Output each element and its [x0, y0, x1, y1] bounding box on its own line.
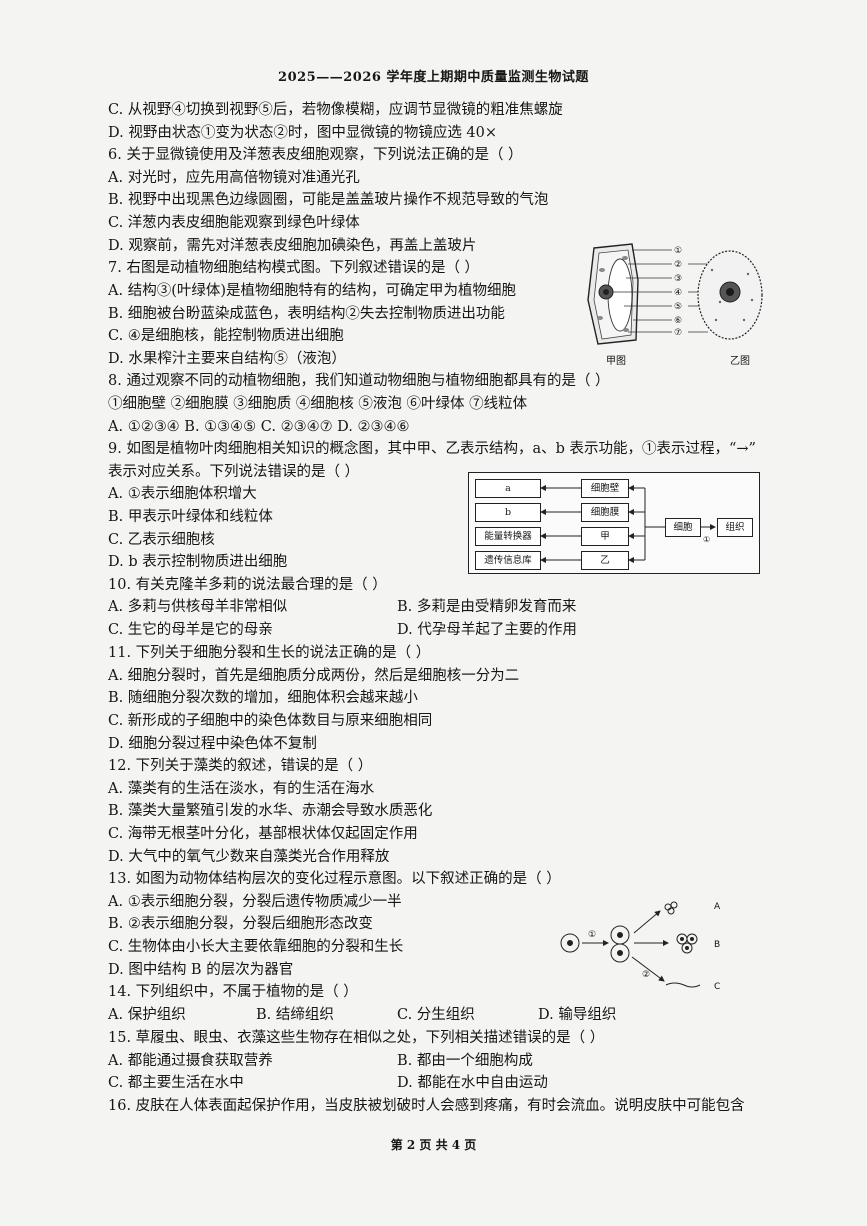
option-right-1: D. 代孕母羊起了主要的作用: [397, 622, 577, 638]
line-q5d: D. 视野由状态①变为状态②时，图中显微镜的物镜应选 40×: [108, 125, 498, 141]
concept-box-membrane: 细胞膜: [581, 503, 629, 522]
line-q9b1: B. 甲表示叶绿体和线粒体: [108, 509, 273, 525]
division-diagram-svg: ① ② A B C: [560, 901, 721, 992]
line-q12: 12. 下列关于藻类的叙述，错误的是（ ）: [108, 758, 373, 774]
line-q11c: C. 新形成的子细胞中的染色体数目与原来细胞相同: [108, 713, 433, 729]
line-q8: 8. 通过观察不同的动植物细胞，我们知道动物细胞与植物细胞都具有的是（ ）: [108, 373, 610, 389]
fig7-label-3: ③: [674, 274, 682, 284]
division-label-a: A: [714, 902, 721, 912]
page-title: 2025——2026 学年度上期期中质量监测生物试题: [278, 70, 589, 85]
line-q10: 10. 有关克隆羊多莉的说法最合理的是（ ）: [108, 577, 387, 593]
line-q7a: A. 结构③(叶绿体)是植物细胞特有的结构，可确定甲为植物细胞: [108, 283, 517, 299]
division-figure: ① ② A B C: [556, 893, 736, 1003]
plant-cell-drawing: [587, 243, 639, 345]
line-q13c: C. 生物体由小长大主要依靠细胞的分裂和生长: [108, 939, 404, 955]
option-right-2: B. 都由一个细胞构成: [397, 1053, 533, 1069]
line-q7c: C. ④是细胞核，能控制物质进出细胞: [108, 328, 344, 344]
division-step-2: ②: [642, 970, 650, 980]
page-footer: 第 2 页 共 4 页: [390, 1138, 477, 1152]
cell-structure-figure: ① ② ③ ④ ⑤ ⑥ ⑦ 甲图 乙图: [580, 240, 780, 370]
line-q12c: C. 海带无根茎叶分化，基部根状体仅起固定作用: [108, 826, 418, 842]
concept-box-b: b: [475, 503, 541, 522]
line-q13d: D. 图中结构 B 的层次为器官: [108, 962, 294, 978]
line-q5c: C. 从视野④切换到视野⑤后，若物像模糊，应调节显微镜的粗准焦螺旋: [108, 102, 563, 118]
cell-diagram-svg: ① ② ③ ④ ⑤ ⑥ ⑦: [587, 243, 763, 345]
fig7-label-6: ⑥: [674, 316, 682, 326]
line-q16: 16. 皮肤在人体表面起保护作用，当皮肤被划破时人会感到疼痛，有时会流血。说明皮…: [108, 1098, 745, 1114]
fig7-caption-left: 甲图: [606, 356, 626, 367]
line-q9a1: A. ①表示细胞体积增大: [108, 486, 257, 502]
fig7-caption-right: 乙图: [730, 356, 750, 367]
concept-map-figure: a b 能量转换器 遗传信息库 细胞壁 细胞膜 甲 乙 细胞 组织 ①: [468, 472, 760, 574]
line-q6: 6. 关于显微镜使用及洋葱表皮细胞观察，下列说法正确的是（ ）: [108, 147, 523, 163]
option-right-3: D. 都能在水中自由运动: [397, 1075, 548, 1091]
q14-option-d: D. 输导组织: [538, 1007, 617, 1023]
line-q12a: A. 藻类有的生活在淡水，有的生活在海水: [108, 781, 375, 797]
fig7-label-1: ①: [674, 246, 682, 256]
line-q11: 11. 下列关于细胞分裂和生长的说法正确的是（ ）: [108, 645, 431, 661]
line-q9: 9. 如图是植物叶肉细胞相关知识的概念图，其中甲、乙表示结构，a、b 表示功能，…: [108, 441, 756, 457]
q14-option-c: C. 分生组织: [397, 1007, 475, 1023]
q14-option-b: B. 结缔组织: [256, 1007, 334, 1023]
division-label-c: C: [714, 982, 720, 992]
line-q9d1: D. b 表示控制物质进出细胞: [108, 554, 288, 570]
q14-option-a: A. 保护组织: [108, 1007, 186, 1023]
leader-lines: [612, 249, 720, 333]
option-right-0: B. 多莉是由受精卵发育而来: [397, 599, 577, 615]
fig7-label-5: ⑤: [674, 302, 682, 312]
concept-arrows-svg: [540, 485, 716, 563]
line-q11b: B. 随细胞分裂次数的增加，细胞体积会越来越小: [108, 690, 418, 706]
line-q14: 14. 下列组织中，不属于植物的是（ ）: [108, 984, 358, 1000]
line-q15: 15. 草履虫、眼虫、衣藻这些生物存在相似之处，下列相关描述错误的是（ ）: [108, 1030, 605, 1046]
animal-cell-drawing: [697, 250, 763, 340]
option-left-1: C. 生它的母羊是它的母亲: [108, 622, 273, 638]
concept-box-genetic: 遗传信息库: [475, 551, 541, 570]
line-q13a: A. ①表示细胞分裂，分裂后遗传物质减少一半: [108, 894, 402, 910]
line-q7d: D. 水果榨汁主要来自结构⑤（液泡）: [108, 351, 346, 367]
line-q8ans: A. ①②③④ B. ①③④⑤ C. ②③④⑦ D. ②③④⑥: [108, 419, 410, 435]
fig7-label-4: ④: [674, 288, 682, 298]
line-q8o: ①细胞壁 ②细胞膜 ③细胞质 ④细胞核 ⑤液泡 ⑥叶绿体 ⑦线粒体: [108, 396, 528, 412]
option-left-2: A. 都能通过摄食获取营养: [108, 1053, 273, 1069]
line-q11d: D. 细胞分裂过程中染色体不复制: [108, 736, 317, 752]
line-q6c: C. 洋葱内表皮细胞能观察到绿色叶绿体: [108, 215, 360, 231]
line-q9c1: C. 乙表示细胞核: [108, 532, 215, 548]
concept-step-1: ①: [703, 535, 711, 544]
option-left-3: C. 都主要生活在水中: [108, 1075, 244, 1091]
division-step-1: ①: [588, 930, 596, 940]
fig7-label-7: ⑦: [674, 328, 682, 338]
line-q7b: B. 细胞被台盼蓝染成蓝色，表明结构②失去控制物质进出功能: [108, 306, 505, 322]
fig7-label-2: ②: [674, 260, 682, 270]
line-q13b: B. ②表示细胞分裂，分裂后细胞形态改变: [108, 916, 373, 932]
line-q13: 13. 如图为动物体结构层次的变化过程示意图。以下叙述正确的是（ ）: [108, 871, 561, 887]
line-q6a: A. 对光时，应先用高倍物镜对准通光孔: [108, 170, 360, 186]
line-q6b: B. 视野中出现黑色边缘圆圈，可能是盖盖玻片操作不规范导致的气泡: [108, 192, 549, 208]
line-q6d: D. 观察前，需先对洋葱表皮细胞加碘染色，再盖上盖玻片: [108, 238, 477, 254]
line-q9b: 表示对应关系。下列说法错误的是（ ）: [108, 464, 360, 480]
concept-box-tissue: 组织: [717, 518, 753, 537]
line-q11a: A. 细胞分裂时，首先是细胞质分成两份，然后是细胞核一分为二: [108, 668, 520, 684]
division-label-b: B: [714, 940, 720, 950]
line-q12d: D. 大气中的氧气少数来自藻类光合作用释放: [108, 849, 390, 865]
line-q12b: B. 藻类大量繁殖引发的水华、赤潮会导致水质恶化: [108, 803, 433, 819]
option-left-0: A. 多莉与供核母羊非常相似: [108, 599, 288, 615]
line-q7: 7. 右图是动植物细胞结构模式图。下列叙述错误的是（ ）: [108, 260, 480, 276]
